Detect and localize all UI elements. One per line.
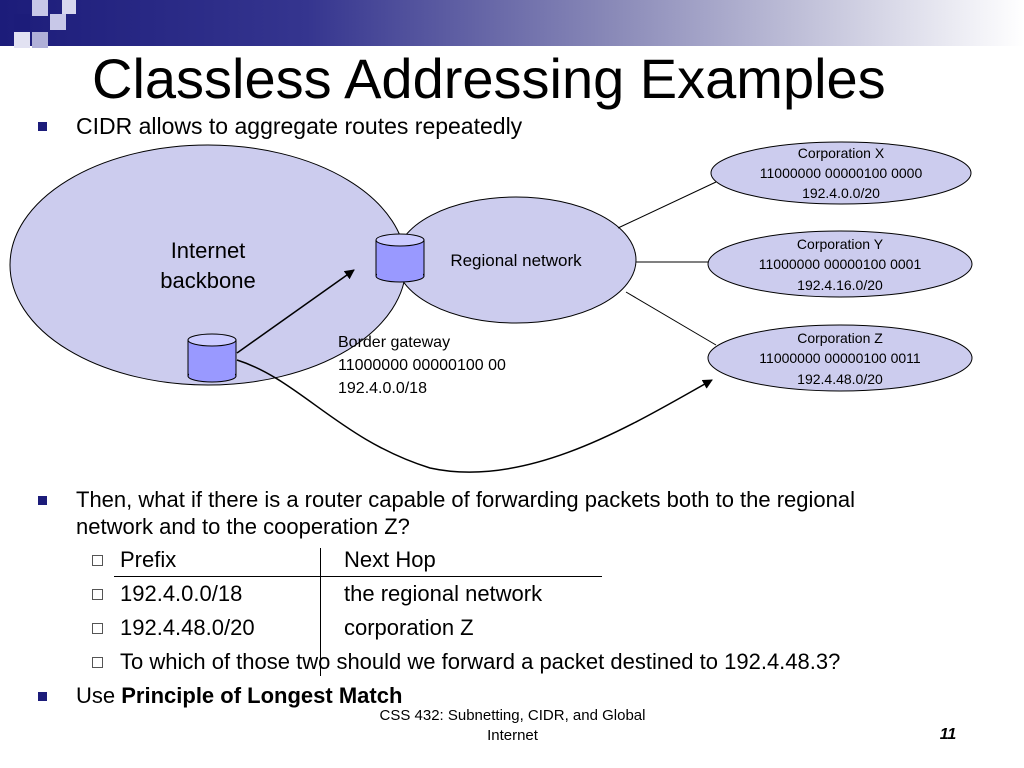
bullet-marker (38, 122, 47, 131)
bullet-cidr: CIDR allows to aggregate routes repeated… (76, 113, 523, 139)
arrow-backbone-to-regional (236, 269, 355, 354)
gateway-binary: 11000000 00000100 00 (338, 357, 506, 374)
corp-z-prefix: 192.4.48.0/20 (797, 371, 883, 387)
corp-y-binary: 11000000 00000100 0001 (759, 256, 922, 272)
corp-z-name: Corporation Z (797, 330, 883, 346)
logo-square-1 (14, 14, 30, 30)
forwarding-question: To which of those two should we forward … (120, 649, 841, 674)
sub-bullet-marker (92, 589, 103, 600)
corporation-x-ellipse (710, 141, 972, 205)
table-header-nexthop: Next Hop (344, 547, 436, 572)
page-title: Classless Addressing Examples (92, 47, 886, 110)
logo-square-2 (32, 0, 48, 16)
footer-course-title: CSS 432: Subnetting, CIDR, and Global In… (340, 706, 685, 746)
bullet-longest-match-prefix: Use (76, 683, 122, 708)
corp-y-prefix: 192.4.16.0/20 (797, 277, 883, 293)
backbone-label-1: Internet (171, 238, 246, 263)
regional-router-icon (375, 233, 425, 283)
gateway-prefix: 192.4.0.0/18 (338, 380, 427, 397)
logo-square-5 (14, 32, 30, 48)
logo-square-4 (50, 14, 66, 30)
arrow-backbone-to-corp-z (236, 359, 713, 473)
bullet-longest-match: Use Principle of Longest Match (76, 682, 402, 710)
table-column-divider (320, 548, 321, 676)
bullet-marker (38, 496, 47, 505)
table-header-underline (114, 576, 602, 577)
bullet-marker (38, 692, 47, 701)
corp-z-binary: 11000000 00000100 0011 (759, 350, 921, 366)
footer-line-2: Internet (487, 727, 538, 744)
link-corp-x (617, 181, 717, 229)
table-header-prefix: Prefix (120, 547, 177, 572)
backbone-label-2: backbone (160, 268, 255, 293)
corporation-y-ellipse (707, 230, 973, 298)
bullet-question-line2: network and to the cooperation Z? (76, 514, 410, 539)
title-bar-gradient (0, 0, 1024, 46)
table-row-1-prefix: 192.4.0.0/18 (120, 581, 243, 606)
bullet-longest-match-bold: Principle of Longest Match (121, 683, 403, 708)
network-diagram: Internet backbone Regional network Corpo… (9, 141, 973, 473)
corp-x-name: Corporation X (798, 145, 885, 161)
footer-line-1: CSS 432: Subnetting, CIDR, and Global (379, 707, 646, 724)
regional-network-label: Regional network (450, 251, 582, 270)
backbone-router-icon (187, 333, 237, 383)
table-row-2-prefix: 192.4.48.0/20 (120, 615, 255, 640)
table-row-2-nexthop: corporation Z (344, 615, 474, 640)
corp-x-prefix: 192.4.0.0/20 (802, 185, 880, 201)
sub-bullet-marker (92, 623, 103, 634)
gateway-label: Border gateway (338, 334, 450, 351)
page-number: 11 (939, 726, 957, 743)
table-row-1-nexthop: the regional network (344, 581, 543, 606)
corp-y-name: Corporation Y (797, 236, 884, 252)
link-corp-z (625, 291, 717, 346)
sub-bullet-marker (92, 657, 103, 668)
corporation-z-ellipse (707, 324, 973, 392)
logo-square-6 (62, 0, 76, 14)
bullet-question-line1: Then, what if there is a router capable … (76, 487, 856, 512)
sub-bullet-marker (92, 555, 103, 566)
corp-x-binary: 11000000 00000100 0000 (760, 165, 923, 181)
logo-square-3 (32, 32, 48, 48)
